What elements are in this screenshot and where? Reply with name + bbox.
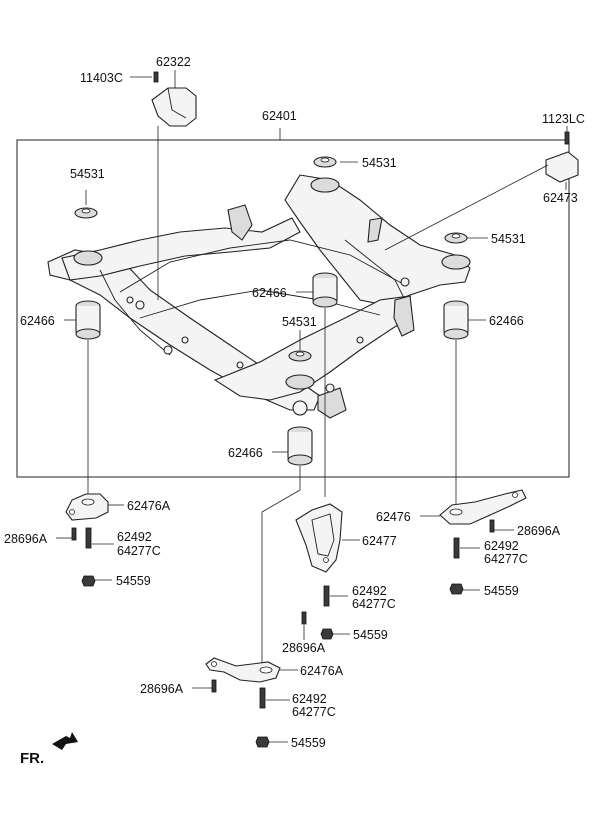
label-54559-left: 54559	[116, 574, 151, 588]
label-62466-front: 62466	[228, 446, 263, 460]
label-28696A-mid: 28696A	[282, 641, 326, 655]
bolt-62492-left-icon	[85, 527, 92, 549]
mounting-bracket-62322	[151, 71, 197, 127]
label-64277C-right: 64277C	[484, 552, 528, 566]
nut-54559-right-icon	[449, 583, 464, 595]
label-64277C-mid: 64277C	[352, 597, 396, 611]
label-1123LC: 1123LC	[542, 112, 585, 126]
bolt-28696A-right-icon	[489, 519, 495, 533]
stopper-54531-right	[444, 232, 468, 244]
bracket-62477	[295, 503, 343, 573]
nut-54559-left-icon	[81, 575, 96, 587]
front-direction-arrow-icon	[52, 732, 78, 750]
label-62492-right: 62492	[484, 539, 519, 553]
label-62466-middle: 62466	[252, 286, 287, 300]
nut-54559-bottom-icon	[255, 736, 270, 748]
bolt-28696A-left-icon	[71, 527, 77, 541]
lower-bracket-62476A-left	[65, 493, 109, 521]
bolt-11403C-icon	[153, 71, 159, 83]
label-62466-right: 62466	[489, 314, 524, 328]
label-54559-right: 54559	[484, 584, 519, 598]
label-62492-left: 62492	[117, 530, 152, 544]
label-54531-left: 54531	[70, 167, 105, 181]
label-64277C-left: 64277C	[117, 544, 161, 558]
bracket-62473	[545, 131, 579, 183]
label-front-direction: FR.	[20, 750, 44, 767]
label-64277C-bottom: 64277C	[292, 705, 336, 719]
stopper-54531-front	[288, 350, 312, 362]
label-54559-bottom: 54559	[291, 736, 326, 750]
label-62476: 62476	[376, 510, 411, 524]
lower-bracket-62476A-bottom	[205, 657, 281, 683]
label-28696A-right: 28696A	[517, 524, 561, 538]
label-28696A-left: 28696A	[4, 532, 48, 546]
leader-62473	[384, 164, 549, 251]
bushing-62466-right	[443, 300, 469, 340]
stopper-54531-top	[313, 156, 337, 168]
lower-bracket-62476	[439, 489, 527, 525]
bushing-62466-middle	[312, 272, 338, 308]
label-62473: 62473	[543, 191, 578, 205]
label-54531-front: 54531	[282, 315, 317, 329]
label-28696A-bottom: 28696A	[140, 682, 184, 696]
label-62476A-left: 62476A	[127, 499, 171, 513]
label-62466-left: 62466	[20, 314, 55, 328]
label-62476A-bottom: 62476A	[300, 664, 344, 678]
label-62322: 62322	[156, 55, 191, 69]
label-62492-mid: 62492	[352, 584, 387, 598]
bolt-1123LC-icon	[564, 131, 570, 145]
label-11403C: 11403C	[80, 71, 123, 85]
bolt-62492-mid-icon	[323, 585, 330, 607]
bushing-62466-front	[287, 426, 313, 466]
bolt-28696A-mid-icon	[301, 611, 307, 625]
label-62492-bottom: 62492	[292, 692, 327, 706]
label-62477: 62477	[362, 534, 397, 548]
label-54531-right: 54531	[491, 232, 526, 246]
bolt-62492-right-icon	[453, 537, 460, 559]
label-54559-mid: 54559	[353, 628, 388, 642]
bolt-28696A-bottom-icon	[211, 679, 217, 693]
label-62401: 62401	[262, 109, 297, 123]
label-54531-top: 54531	[362, 156, 397, 170]
bushing-62466-left	[75, 300, 101, 340]
nut-54559-mid-icon	[320, 628, 334, 640]
stopper-54531-left	[74, 207, 98, 219]
assembly-frame	[16, 139, 570, 478]
bolt-62492-bottom-icon	[259, 687, 266, 709]
